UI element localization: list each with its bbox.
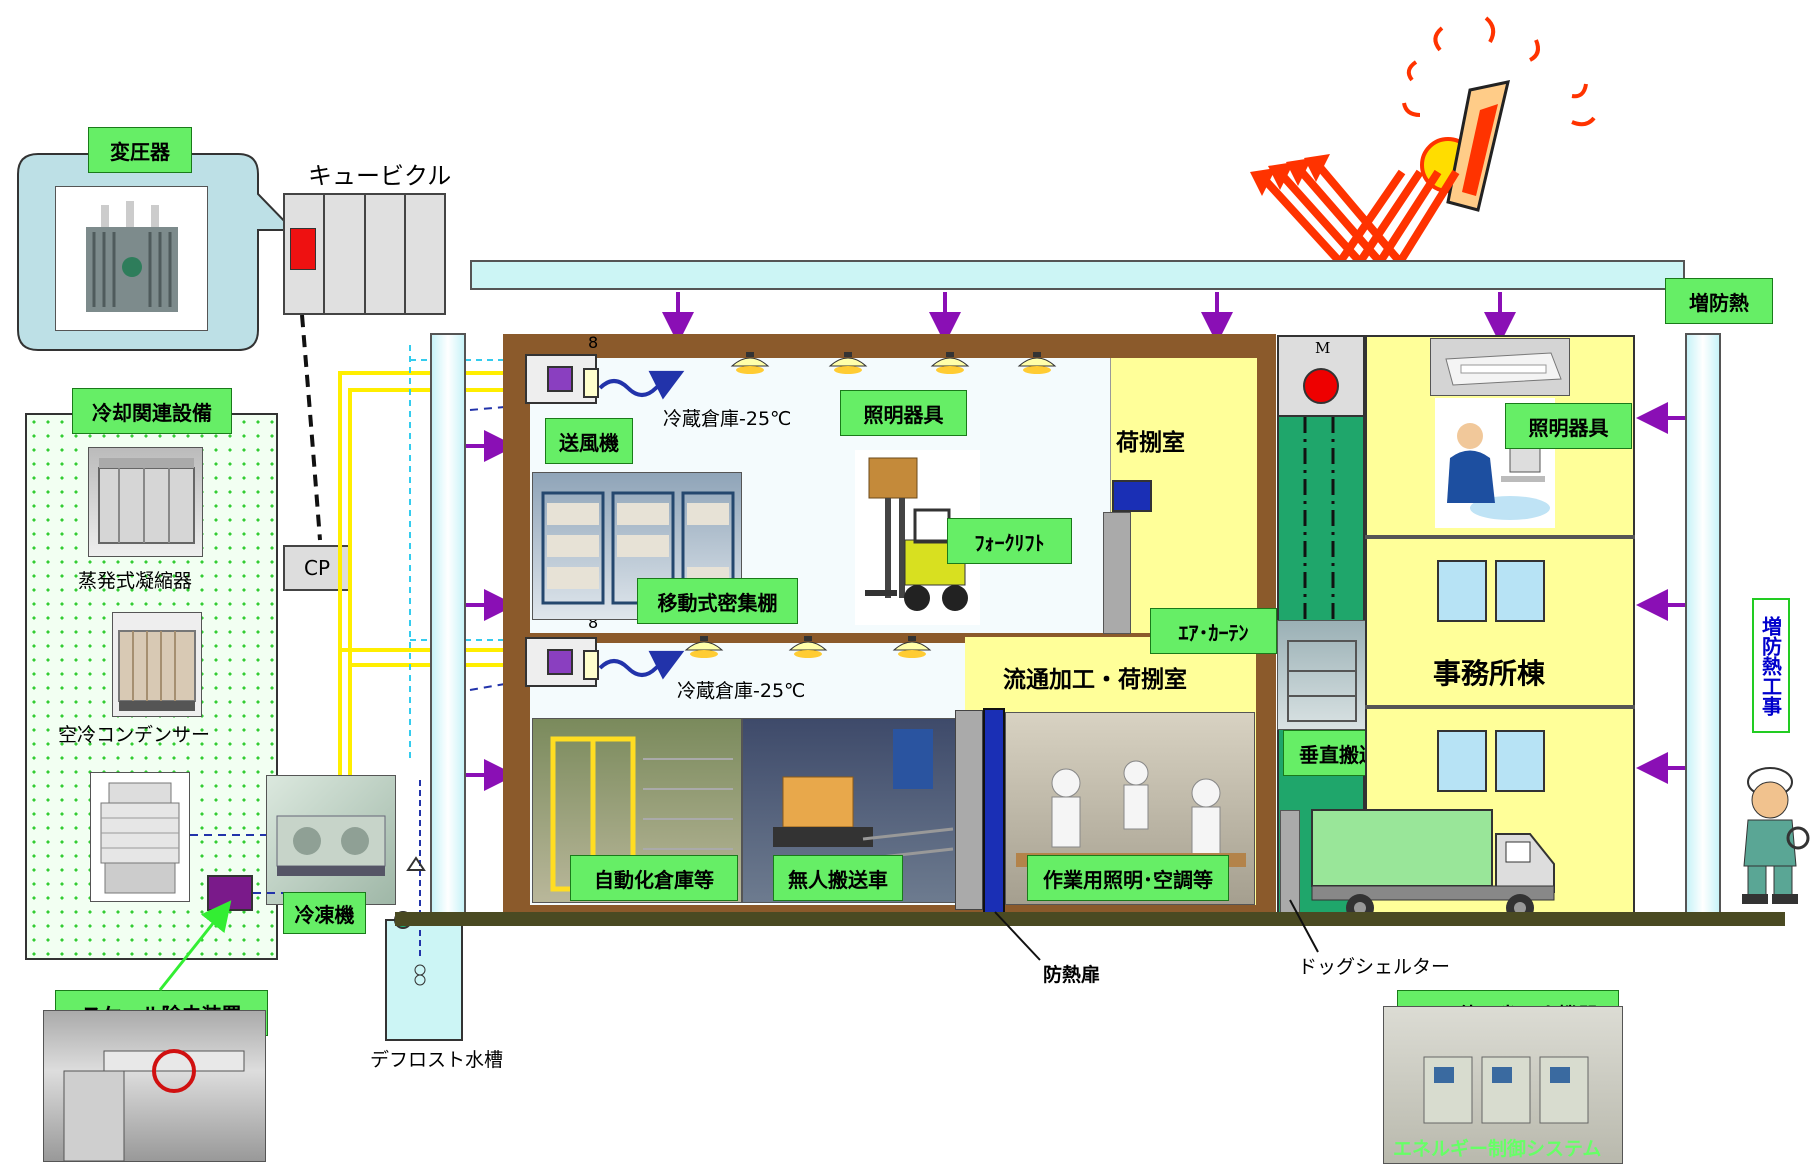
roof-insulation-panel — [470, 260, 1685, 290]
work-lighting-label: 作業用照明･空調等 — [1027, 855, 1229, 901]
cubicle-label: キュービクル — [308, 162, 452, 190]
air-condenser-label: 空冷コンデンサー — [58, 724, 211, 746]
cargo-room-door — [1103, 512, 1131, 634]
heat-insulated-door-panel — [983, 708, 1005, 918]
vertical-conveyor-icon — [1287, 640, 1357, 722]
air-condenser-photo — [112, 612, 202, 717]
control-panel-icon — [1423, 1056, 1589, 1124]
heat-panel-icon — [1446, 80, 1510, 212]
fan-icon — [547, 649, 573, 675]
ceiling-lamp-icon — [892, 636, 932, 658]
ceiling-lamp-icon — [788, 636, 828, 658]
conveyor-chain — [1303, 417, 1335, 697]
office-window — [1437, 730, 1487, 792]
scale-remover-icon — [63, 1049, 245, 1162]
scale-remover-photo — [43, 1010, 266, 1162]
refrigerator-photo — [266, 775, 396, 905]
ground-line — [395, 912, 1785, 926]
forklift-label: ﾌｫｰｸﾘﾌﾄ — [947, 518, 1072, 564]
insulation-label: 増防熱 — [1665, 278, 1773, 324]
office-floor-divider — [1365, 705, 1635, 709]
energy-control-photo — [1383, 1006, 1623, 1164]
lower-fan-number: 8 — [588, 613, 599, 632]
agv-icon — [773, 729, 954, 861]
motor-label: M — [1315, 339, 1331, 357]
cubicle-breaker — [290, 228, 316, 270]
office-worker-photo — [1435, 398, 1555, 528]
air-curtain-unit — [1112, 480, 1152, 512]
transformer-label: 変圧器 — [88, 127, 192, 173]
transformer-icon — [86, 201, 178, 312]
upper-fan-number: 8 — [588, 333, 599, 352]
upper-fan-unit — [525, 354, 597, 404]
energy-control-label: エネルギー制御システム — [1393, 1138, 1602, 1160]
dock-shelter — [1280, 810, 1300, 917]
office-worker-icon — [1447, 423, 1550, 520]
cargo-room-label: 荷捌室 — [1116, 430, 1185, 456]
scale-remover-device — [207, 875, 253, 911]
fan-label: 送風機 — [545, 418, 633, 464]
refrigerator-machine-icon — [276, 815, 386, 876]
ceiling-lamp-icon — [684, 636, 724, 658]
insulation-work-text: 増防熱工事 — [1758, 615, 1783, 716]
fan-icon — [547, 366, 573, 392]
office-ceiling-light-photo — [1430, 338, 1570, 396]
distribution-room-label: 流通加工・荷捌室 — [1003, 667, 1187, 693]
heat-door-label: 防熱扉 — [1043, 964, 1101, 986]
motor-icon — [1303, 368, 1339, 404]
heat-radiation-graphic — [1250, 16, 1596, 265]
right-insulation-wall — [1685, 333, 1721, 918]
evaporative-condenser-photo — [88, 447, 203, 557]
power-cable — [300, 315, 322, 541]
fluorescent-light-icon — [1445, 352, 1562, 386]
auto-warehouse-label: 自動化倉庫等 — [570, 855, 738, 901]
evaporative-condenser-icon — [98, 458, 195, 544]
cold-storage-bottom-label: 冷蔵倉庫-25℃ — [677, 680, 806, 702]
mobile-rack-label: 移動式密集棚 — [637, 578, 798, 624]
lighting-office-label: 照明器具 — [1505, 403, 1632, 449]
left-insulation-wall — [430, 333, 466, 918]
construction-worker-icon — [1742, 767, 1810, 904]
evaporative-condenser-label: 蒸発式凝縮器 — [78, 570, 193, 592]
refrigerator-label: 冷凍機 — [283, 892, 366, 934]
ceiling-lamp-icon — [930, 352, 970, 374]
cooling-tower-icon — [100, 782, 180, 894]
ceiling-lamp-icon — [1017, 352, 1057, 374]
upper-fan-coil — [583, 368, 599, 398]
air-condenser-icon — [118, 630, 196, 711]
office-floor-divider — [1365, 535, 1635, 539]
office-window — [1495, 560, 1545, 622]
vertical-conveyor-photo — [1277, 620, 1367, 730]
office-window — [1437, 560, 1487, 622]
transformer-photo — [55, 186, 208, 331]
agv-label: 無人搬送車 — [773, 855, 903, 901]
ceiling-lamp-icon — [828, 352, 868, 374]
lower-fan-coil — [583, 650, 599, 680]
cooling-tower-photo — [90, 772, 190, 902]
dock-shelter-label: ドッグシェルター — [1298, 956, 1451, 978]
insulation-work-label: 増防熱工事 — [1752, 598, 1790, 733]
cp-box: CP — [283, 545, 351, 591]
office-window — [1495, 730, 1545, 792]
lighting-top-label: 照明器具 — [840, 390, 967, 436]
truck-icon — [1311, 809, 1555, 922]
air-curtain-label: ｴｱ･ｶｰﾃﾝ — [1150, 608, 1277, 654]
ceiling-lamp-icon — [730, 352, 770, 374]
cold-storage-top-label: 冷蔵倉庫-25℃ — [663, 408, 792, 430]
heat-insulated-door — [955, 710, 983, 910]
cubicle — [283, 193, 446, 315]
defrost-tank-label: デフロスト水槽 — [370, 1049, 504, 1071]
cooling-related-label: 冷却関連設備 — [72, 388, 232, 434]
reflected-heat-arrows-icon — [1262, 162, 1460, 265]
office-building-label: 事務所棟 — [1433, 657, 1546, 690]
